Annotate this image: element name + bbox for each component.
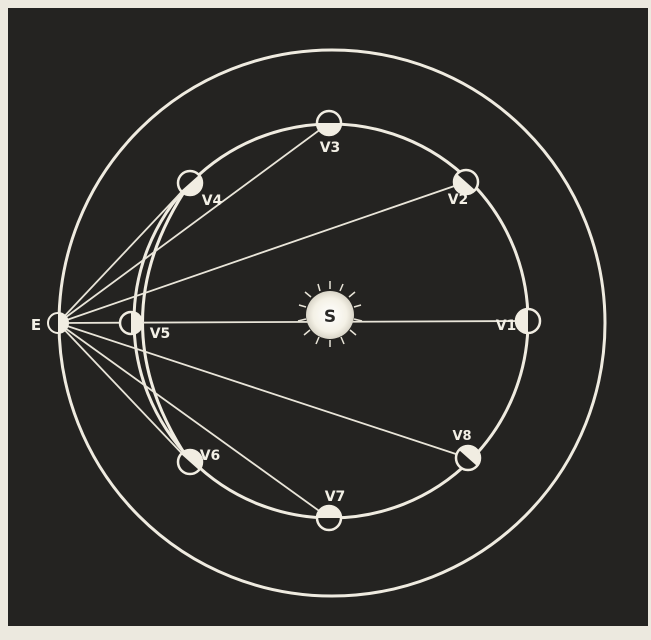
earth-label: E (31, 316, 41, 334)
venus-label-v2: V2 (448, 192, 469, 208)
venus-v8 (456, 446, 480, 470)
venus-label-v5: V5 (150, 326, 171, 342)
venus-v4 (178, 171, 202, 195)
venus-v1 (516, 309, 540, 333)
venus-v6 (178, 450, 202, 474)
venus-label-v7: V7 (325, 489, 346, 505)
sun-label: S (324, 307, 336, 327)
venus-label-v8: V8 (452, 429, 471, 444)
venus-v7 (317, 506, 341, 530)
venus-label-v1: V1 (496, 318, 517, 334)
venus-label-v6: V6 (200, 448, 221, 464)
venus-v5 (120, 312, 142, 334)
venus-label-v3: V3 (320, 140, 341, 156)
earth-marker (48, 313, 68, 333)
venus-v3 (317, 111, 341, 135)
venus-label-v4: V4 (202, 193, 223, 209)
venus-v2 (454, 170, 478, 194)
